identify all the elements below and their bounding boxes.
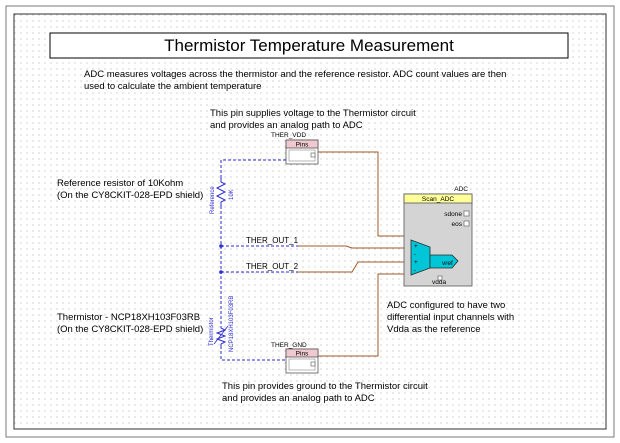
gnd-pin-name: THER_GND bbox=[271, 342, 307, 349]
adc-minus-1: - bbox=[414, 251, 416, 258]
resistor-icon bbox=[215, 178, 227, 206]
reference-note-line-1: Reference resistor of 10Kohm bbox=[57, 178, 183, 189]
thermistor-part: NCP18XH103F03RB bbox=[229, 296, 235, 352]
gnd-pins-label: Pins bbox=[296, 351, 309, 358]
sdone-terminal-icon bbox=[463, 210, 470, 217]
thermistor-icon bbox=[215, 326, 227, 346]
adc-vref-label: vref bbox=[442, 260, 453, 267]
scan-adc-component[interactable]: ADC Scan_ADC sdone eos + - + - vref vdda bbox=[403, 186, 473, 287]
reference-resistor[interactable]: Reference 10K bbox=[210, 178, 235, 214]
adc-plus-2: + bbox=[414, 259, 418, 266]
adc-name: Scan_ADC bbox=[422, 196, 454, 203]
title-block: Thermistor Temperature Measurement bbox=[49, 32, 569, 59]
adc-vdda-label: vdda bbox=[432, 279, 446, 286]
pin-terminal-icon bbox=[310, 152, 316, 158]
junction-dot bbox=[219, 244, 223, 248]
vdd-pin-name: THER_VDD bbox=[271, 132, 306, 139]
shield-wires bbox=[220, 159, 298, 361]
gnd-pins-component[interactable]: THER_GND Pins bbox=[271, 342, 319, 374]
adc-note-line-1: ADC configured to have two bbox=[387, 300, 505, 311]
thermistor-arrow-icon bbox=[213, 325, 229, 345]
vdd-note-line-2: and provides an analog path to ADC bbox=[210, 120, 363, 131]
out2-wire bbox=[298, 261, 404, 273]
description-line-1: ADC measures voltages across the thermis… bbox=[84, 69, 506, 80]
adc-minus-2: - bbox=[414, 267, 416, 274]
adc-note-line-3: Vdda as the reference bbox=[387, 324, 480, 335]
vdd-wire bbox=[318, 151, 404, 237]
description-line-2: used to calculate the ambient temperatur… bbox=[84, 81, 261, 92]
reference-note-line-2: (On the CY8CKIT-028-EPD shield) bbox=[57, 190, 203, 201]
gnd-note-line-1: This pin provides ground to the Thermist… bbox=[222, 381, 428, 392]
adc-note-line-2: differential input channels with bbox=[387, 312, 514, 323]
gnd-note-line-2: and provides an analog path to ADC bbox=[222, 393, 375, 404]
vdd-pins-label: Pins bbox=[296, 142, 309, 149]
adc-converter-icon bbox=[429, 254, 459, 269]
eos-terminal-icon bbox=[463, 220, 470, 227]
vdd-pins-component[interactable]: THER_VDD Pins bbox=[271, 132, 319, 165]
vdd-note-line-1: This pin supplies voltage to the Thermis… bbox=[210, 108, 416, 119]
thermistor-label: Thermistor bbox=[209, 317, 215, 346]
thermistor-note-line-2: (On the CY8CKIT-028-EPD shield) bbox=[57, 324, 203, 335]
pin-terminal-icon bbox=[310, 361, 316, 367]
vdda-terminal-icon bbox=[437, 275, 443, 281]
adc-sdone-label: sdone bbox=[444, 211, 462, 218]
resistor-value: 10K bbox=[229, 189, 235, 200]
adc-eos-label: eos bbox=[452, 221, 463, 228]
thermistor-note-line-1: Thermistor - NCP18XH103F03RB bbox=[57, 312, 200, 323]
gnd-wire bbox=[318, 273, 404, 357]
net-label-out2[interactable]: THER_OUT_2 bbox=[246, 262, 299, 271]
net-label-out1[interactable]: THER_OUT_1 bbox=[246, 236, 299, 245]
thermistor[interactable]: Thermistor NCP18XH103F03RB bbox=[209, 296, 235, 352]
junction-dot bbox=[219, 270, 223, 274]
out1-wire bbox=[298, 245, 404, 249]
resistor-label: Reference bbox=[210, 186, 216, 214]
adc-plus-1: + bbox=[414, 243, 418, 250]
page-title: Thermistor Temperature Measurement bbox=[164, 36, 454, 55]
adc-type-label: ADC bbox=[454, 186, 468, 193]
